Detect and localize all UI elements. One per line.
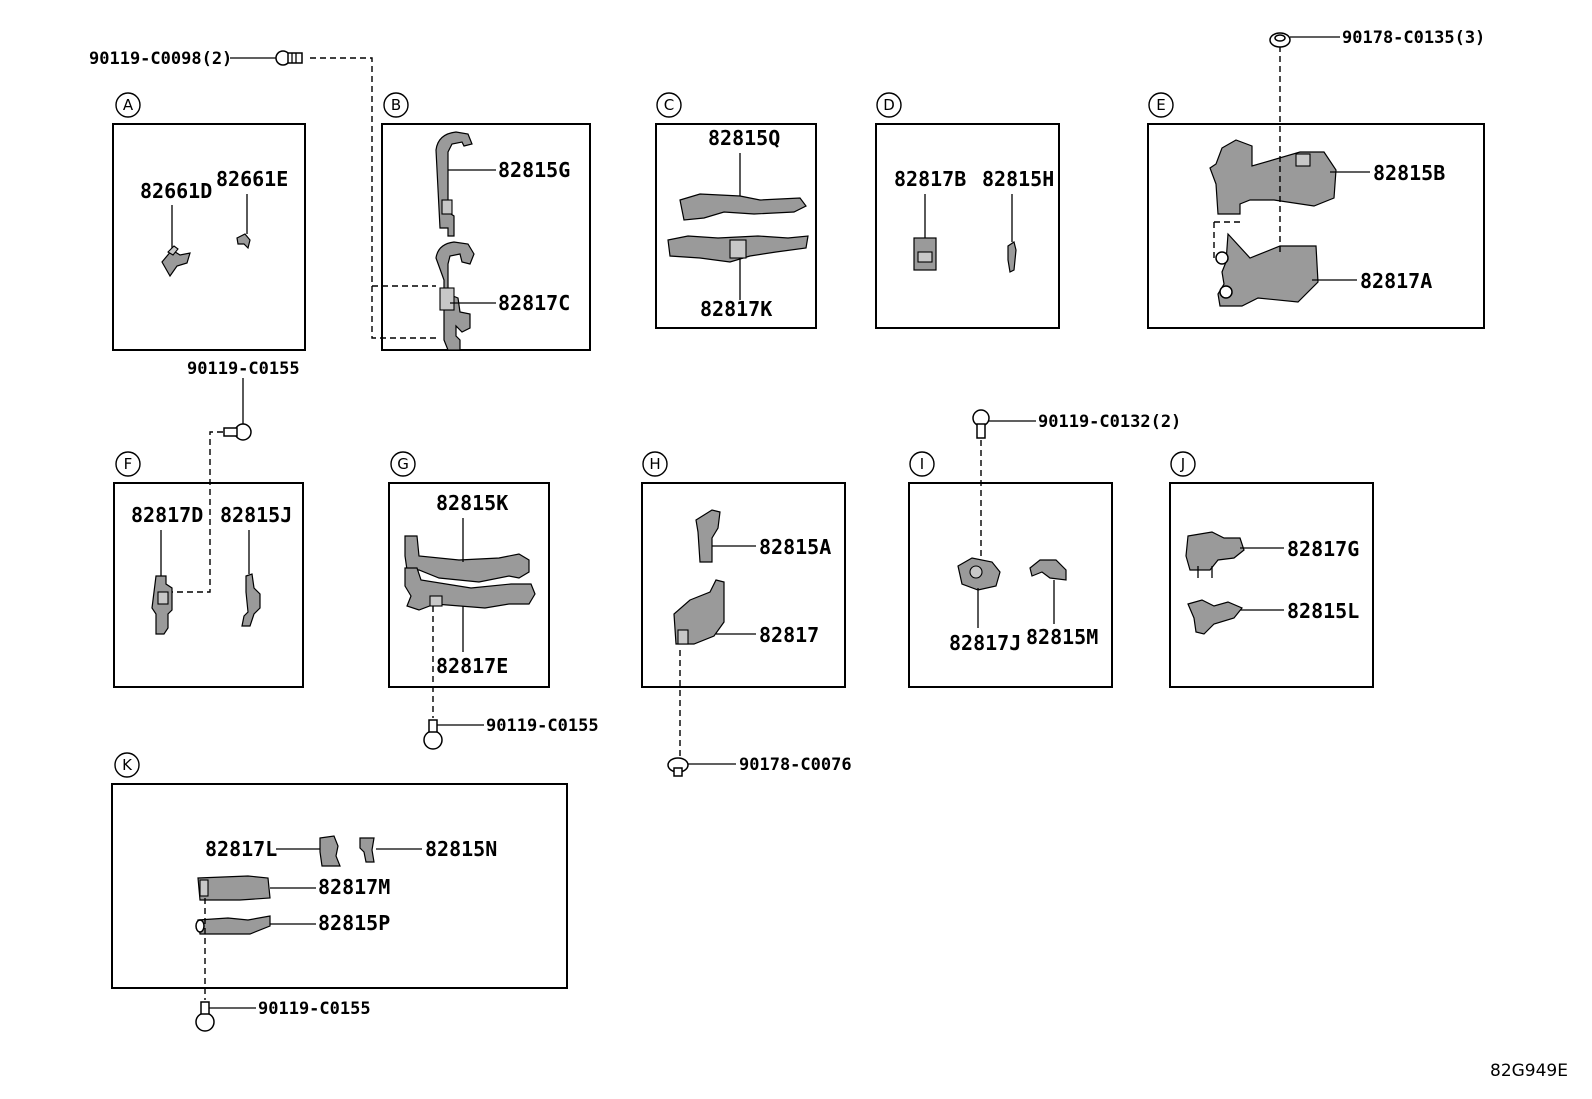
part-82817m-shape [197, 875, 271, 901]
panel-k-letter: K [114, 752, 140, 778]
part-82815a-label: 82815A [759, 535, 831, 559]
svg-text:E: E [1156, 96, 1165, 114]
part-82817-shape [673, 579, 725, 645]
panel-g-frame [388, 482, 550, 688]
part-82815m-label: 82815M [1026, 625, 1098, 649]
panel-a-letter: A [115, 92, 141, 118]
svg-text:C: C [664, 96, 674, 114]
part-82817l-label: 82817L [205, 837, 277, 861]
panel-d-letter: D [876, 92, 902, 118]
part-82817e-label: 82817E [436, 654, 508, 678]
panel-c-letter: C [656, 92, 682, 118]
svg-text:H: H [649, 455, 660, 473]
part-82815g-label: 82815G [498, 158, 570, 182]
part-82817d-shape [151, 575, 173, 635]
bolt-90119-c0132-shape [972, 409, 990, 439]
part-82815q-shape [679, 193, 807, 221]
bolt-90119-c0155-k-shape [195, 1001, 215, 1032]
nut-90178-c0076-shape [667, 757, 689, 777]
part-82815p-label: 82815P [318, 911, 390, 935]
panel-e-frame [1147, 123, 1485, 329]
part-82661e-shape [236, 233, 251, 250]
panel-k-frame [111, 783, 568, 989]
part-82815k-shape [404, 535, 530, 583]
nut-90178-c0135-shape [1269, 32, 1291, 48]
panel-i-frame [908, 482, 1113, 688]
part-82817g-shape [1185, 531, 1245, 578]
part-82815j-shape [241, 573, 261, 627]
part-82817j-label: 82817J [949, 631, 1021, 655]
panel-d-frame [875, 123, 1060, 329]
part-82815b-label: 82815B [1373, 161, 1445, 185]
part-82661d-label: 82661D [140, 179, 212, 203]
part-82815b-shape [1209, 139, 1337, 215]
svg-text:B: B [391, 96, 401, 114]
part-82817j-shape [957, 557, 1001, 591]
part-82817c-label: 82817C [498, 291, 570, 315]
part-82815h-label: 82815H [982, 167, 1054, 191]
part-82817a-shape [1215, 232, 1319, 307]
panel-i-letter: I [909, 451, 935, 477]
part-82817b-label: 82817B [894, 167, 966, 191]
part-82661e-label: 82661E [216, 167, 288, 191]
svg-text:J: J [1180, 455, 1185, 473]
part-82817-label: 82817 [759, 623, 819, 647]
bolt-90119-c0155-k-label: 90119-C0155 [258, 999, 371, 1019]
panel-j-letter: J [1170, 451, 1196, 477]
part-82817l-shape [319, 835, 341, 867]
part-82817b-shape [913, 237, 937, 271]
panel-a-frame [112, 123, 306, 351]
part-82815g-shape [435, 131, 473, 237]
panel-e-letter: E [1148, 92, 1174, 118]
part-82815a-shape [695, 509, 721, 563]
bolt-90119-c0155-f-shape [223, 423, 252, 441]
svg-text:F: F [124, 455, 133, 473]
diagram-code: 82G949E [1490, 1061, 1568, 1081]
part-82815h-shape [1007, 241, 1017, 273]
part-82661d-shape [161, 245, 191, 278]
part-82815q-label: 82815Q [708, 126, 780, 150]
bolt-90119-c0132-label: 90119-C0132(2) [1038, 412, 1181, 432]
panel-b-letter: B [383, 92, 409, 118]
bolt-90119-c0155-f-label: 90119-C0155 [187, 359, 300, 379]
bolt-90119-c0098-shape [275, 50, 303, 66]
svg-text:K: K [122, 756, 133, 774]
panel-h-frame [641, 482, 846, 688]
part-82817k-label: 82817K [700, 297, 772, 321]
panel-h-letter: H [642, 451, 668, 477]
svg-text:G: G [397, 455, 409, 473]
part-82815j-label: 82815J [220, 503, 292, 527]
panel-c-frame [655, 123, 817, 329]
svg-text:A: A [123, 96, 134, 114]
nut-90178-c0135-label: 90178-C0135(3) [1342, 28, 1485, 48]
part-82817k-shape [667, 235, 809, 263]
part-82817a-label: 82817A [1360, 269, 1432, 293]
part-82817g-label: 82817G [1287, 537, 1359, 561]
panel-f-frame [113, 482, 304, 688]
svg-text:D: D [883, 96, 895, 114]
part-82815p-shape [195, 915, 271, 935]
part-82815l-shape [1187, 599, 1243, 635]
svg-text:I: I [920, 455, 924, 473]
bolt-90119-c0098-label: 90119-C0098(2) [89, 49, 232, 69]
part-82815k-label: 82815K [436, 491, 508, 515]
part-82817d-label: 82817D [131, 503, 203, 527]
bolt-90119-c0155-g-label: 90119-C0155 [486, 716, 599, 736]
part-82817c-shape [435, 241, 475, 351]
part-82815n-shape [359, 837, 375, 863]
part-82817e-shape [404, 567, 536, 611]
part-82817m-label: 82817M [318, 875, 390, 899]
part-82815m-shape [1029, 559, 1067, 581]
nut-90178-c0076-label: 90178-C0076 [739, 755, 852, 775]
panel-j-frame [1169, 482, 1374, 688]
panel-f-letter: F [115, 451, 141, 477]
bolt-90119-c0155-g-shape [423, 719, 443, 750]
part-82815n-label: 82815N [425, 837, 497, 861]
panel-b-frame [381, 123, 591, 351]
panel-g-letter: G [390, 451, 416, 477]
part-82815l-label: 82815L [1287, 599, 1359, 623]
